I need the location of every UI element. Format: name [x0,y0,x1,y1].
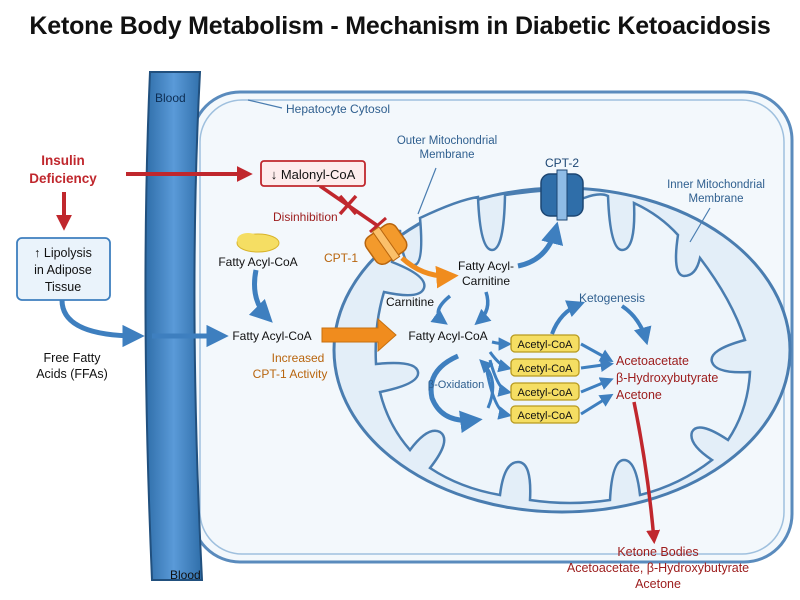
outer-membrane-label-1: Outer Mitochondrial [397,135,497,147]
acetone-label: Acetone [616,388,662,402]
blood-vessel [144,71,204,581]
ketone-bodies-label-2: Acetoacetate, β-Hydroxybutyrate [567,561,749,575]
inner-membrane-label-2: Membrane [689,193,744,205]
outer-membrane-label-leader [417,167,437,215]
ketone-bodies-label-3: Acetone [635,577,681,591]
cpt2-label: CPT-2 [545,156,579,170]
acetyl-coa-label-2: Acetyl-CoA [517,363,573,375]
acetyl-coa-box-3 [510,382,580,401]
acylcarnitine-to-acylcoa-arrow [474,291,492,326]
blood-label-top: Blood [155,91,186,105]
ketogenesis-to-products-arrow [620,304,652,346]
fatty-acyl-carnitine-label-1: Fatty Acyl- [458,259,514,273]
cytosol-label-leader [247,99,283,109]
acetyl4-to-acetone [580,393,614,416]
cytosol-label: Hepatocyte Cytosol [286,102,390,116]
disinhibition-cross-b [338,194,358,216]
increased-cpt1-arrow [321,317,397,353]
inner-membrane-label-leader [689,207,711,243]
beta-oxidation-return [479,359,495,409]
to-acetyl-coa-1 [491,337,513,351]
to-acetyl-coa-4 [484,365,512,420]
insulin-label-2: Deficiency [29,171,97,186]
acetyl-coa-label-3: Acetyl-CoA [517,387,573,399]
inhibition-bar [369,216,387,234]
cpt1-label: CPT-1 [324,251,358,265]
carnitine-return-arrow [430,294,452,325]
acetyl-coa-label-4: Acetyl-CoA [517,410,573,422]
acetyl2-to-acetoacetate [580,358,615,372]
lipolysis-label-1: ↑ Lipolysis [34,246,92,260]
acetyl-coa-label-1: Acetyl-CoA [517,339,573,351]
malonyl-coa-label: ↓ Malonyl-CoA [271,167,356,182]
acetyl-coa-box-1 [510,334,580,353]
beta-oxidation-cycle [428,353,483,434]
fatty-acyl-carnitine-label-2: Carnitine [462,274,510,288]
acetyl3-to-hydroxybutyrate [580,377,614,394]
lipolysis-to-blood-arrow [59,299,145,348]
malonyl-coa-box [260,160,366,187]
acetyl-to-ketogenesis-arrow [550,300,586,335]
to-acetyl-coa-2 [488,351,512,373]
droplet-to-cytosol-acyl-arrow [248,269,273,323]
outer-membrane-label-2: Membrane [420,149,475,161]
ffa-label-1: Free Fatty [44,351,102,365]
blood-label-bottom: Blood [170,568,201,582]
lipolysis-label-3: Tissue [45,280,81,294]
carnitine-label: Carnitine [386,295,434,309]
disinhibition-label: Disinhibition [273,210,338,224]
lipolysis-label-2: in Adipose [34,263,92,277]
acetyl-coa-box-4 [510,405,580,424]
increased-cpt1-label-2: CPT-1 Activity [253,367,328,381]
ketone-export-arrow [632,401,661,545]
acetyl-coa-box-2 [510,358,580,377]
to-acetyl-coa-3 [488,359,512,397]
ketogenesis-label: Ketogenesis [579,291,645,305]
cpt1-transporter [364,222,408,266]
carnitine-to-cpt2-arrow [517,221,564,269]
cpt2-transporter [540,169,584,221]
acetoacetate-label: Acetoacetate [616,354,689,368]
beta-oxidation-label: β-Oxidation [428,379,484,391]
ffa-label-2: Acids (FFAs) [36,367,108,381]
inner-membrane-label-1: Inner Mitochondrial [667,179,765,191]
droplet-fatty-acyl-coa-label: Fatty Acyl-CoA [218,255,297,269]
hydroxybutyrate-label: β-Hydroxybutyrate [616,371,718,385]
cytosol-fatty-acyl-coa-label: Fatty Acyl-CoA [232,329,311,343]
increased-cpt1-label-1: Increased [272,351,325,365]
fatty-acyl-droplet-b [237,233,259,247]
ketone-bodies-label-1: Ketone Bodies [617,545,698,559]
cpt1-to-carnitine-arrow [400,256,459,289]
acetyl1-to-acetoacetate [580,342,614,362]
diagram-title: Ketone Body Metabolism - Mechanism in Di… [29,12,771,40]
insulin-label-1: Insulin [41,153,85,168]
matrix-fatty-acyl-coa-label: Fatty Acyl-CoA [408,329,487,343]
